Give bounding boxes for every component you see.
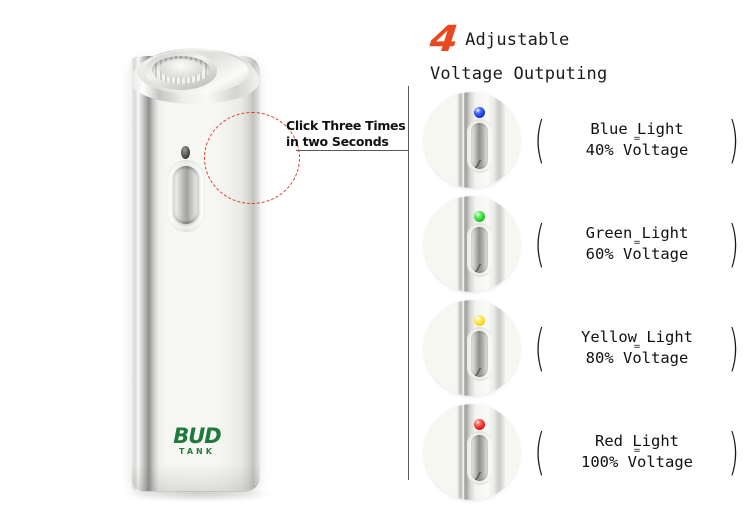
mode-row-yellow: ( Yellow Light = 80% Voltage ) — [424, 300, 744, 400]
close-paren-green: ) — [728, 215, 740, 273]
thumb-device-right-bevel — [494, 300, 505, 396]
close-paren-blue: ) — [728, 111, 740, 169]
thumb-button-tail-mark — [472, 160, 484, 168]
brand-logo: BUD TANK — [161, 426, 233, 457]
thumbnail-green-light — [424, 196, 520, 292]
open-paren-blue: ( — [534, 111, 546, 169]
thumb-power-button — [471, 435, 488, 481]
label-yellow-light: ( Yellow Light = 80% Voltage ) — [530, 316, 744, 380]
device-left-chrome-strip — [130, 56, 139, 491]
thumb-device-chrome-strip — [457, 92, 464, 188]
thumbnail-yellow-light — [424, 300, 520, 396]
header-line-2: Voltage Outputing — [430, 64, 730, 84]
vertical-divider — [408, 86, 409, 480]
thumb-device-right-bevel — [494, 404, 505, 500]
voltage-value-green: 60% Voltage — [585, 245, 689, 263]
voltage-value-yellow: 80% Voltage — [585, 349, 689, 367]
device-led-indicator — [181, 146, 190, 159]
thumb-button-tail-mark — [472, 264, 484, 272]
thumb-device-right-bevel — [494, 92, 505, 188]
header-block: 4 Adjustable Voltage Outputing — [427, 19, 730, 84]
thumb-button-tail-mark — [472, 472, 484, 480]
callout-line-1: Click Three Times — [286, 118, 406, 133]
cartridge-port-opening — [159, 59, 203, 78]
thumb-power-button — [471, 123, 488, 169]
led-dot-green — [474, 211, 485, 222]
led-dot-red — [474, 419, 485, 430]
callout-connector-line — [296, 150, 409, 151]
header-adjustable-text: Adjustable — [465, 30, 570, 50]
device-bottom-shading — [131, 464, 259, 492]
brand-name-tank: TANK — [179, 447, 215, 456]
brand-name-bud: BUD — [173, 424, 222, 448]
open-paren-green: ( — [534, 215, 546, 273]
thumb-device-right-bevel — [494, 196, 505, 292]
light-name-green: Green Light — [585, 224, 689, 242]
callout-instruction: Click Three Times in two Seconds — [286, 118, 411, 150]
close-paren-yellow: ) — [728, 319, 740, 377]
thumb-power-button — [471, 227, 488, 273]
led-dot-blue — [474, 107, 485, 118]
feature-count-number: 4 — [427, 19, 459, 60]
thumb-device-chrome-strip — [457, 300, 464, 396]
thumbnail-blue-light — [424, 92, 520, 188]
thumbnail-red-light — [424, 404, 520, 500]
thumb-device-chrome-strip — [457, 404, 464, 500]
mode-row-green: ( Green Light = 60% Voltage ) — [424, 196, 744, 296]
battery-device-illustration: BUD TANK — [95, 18, 325, 508]
label-text-green: Green Light = 60% Voltage — [550, 223, 725, 265]
label-red-light: ( Red Light = 100% Voltage ) — [530, 420, 744, 484]
label-text-red: Red Light = 100% Voltage — [550, 431, 725, 473]
voltage-value-red: 100% Voltage — [581, 453, 693, 471]
voltage-value-blue: 40% Voltage — [585, 141, 689, 159]
light-name-blue: Blue Light — [590, 120, 684, 138]
light-name-yellow: Yellow Light — [581, 328, 693, 346]
open-paren-yellow: ( — [534, 319, 546, 377]
led-dot-yellow — [474, 315, 485, 326]
button-highlight-ellipse — [204, 112, 300, 204]
open-paren-red: ( — [534, 423, 546, 481]
mode-row-red: ( Red Light = 100% Voltage ) — [424, 404, 744, 504]
light-name-red: Red Light — [595, 432, 679, 450]
header-line-1: 4 Adjustable — [427, 19, 730, 60]
thumb-device-chrome-strip — [457, 196, 464, 292]
label-green-light: ( Green Light = 60% Voltage ) — [530, 212, 744, 276]
label-text-yellow: Yellow Light = 80% Voltage — [550, 327, 725, 369]
label-text-blue: Blue Light = 40% Voltage — [550, 119, 725, 161]
thumb-button-tail-mark — [472, 368, 484, 376]
close-paren-red: ) — [728, 423, 740, 481]
header-voltage-outputing-text: Voltage Outputing — [430, 64, 608, 84]
callout-line-2: in two Seconds — [286, 134, 389, 149]
thumb-power-button — [471, 331, 488, 377]
label-blue-light: ( Blue Light = 40% Voltage ) — [530, 108, 744, 172]
mode-row-blue: ( Blue Light = 40% Voltage ) — [424, 92, 744, 192]
device-power-button-face[interactable] — [176, 169, 196, 221]
